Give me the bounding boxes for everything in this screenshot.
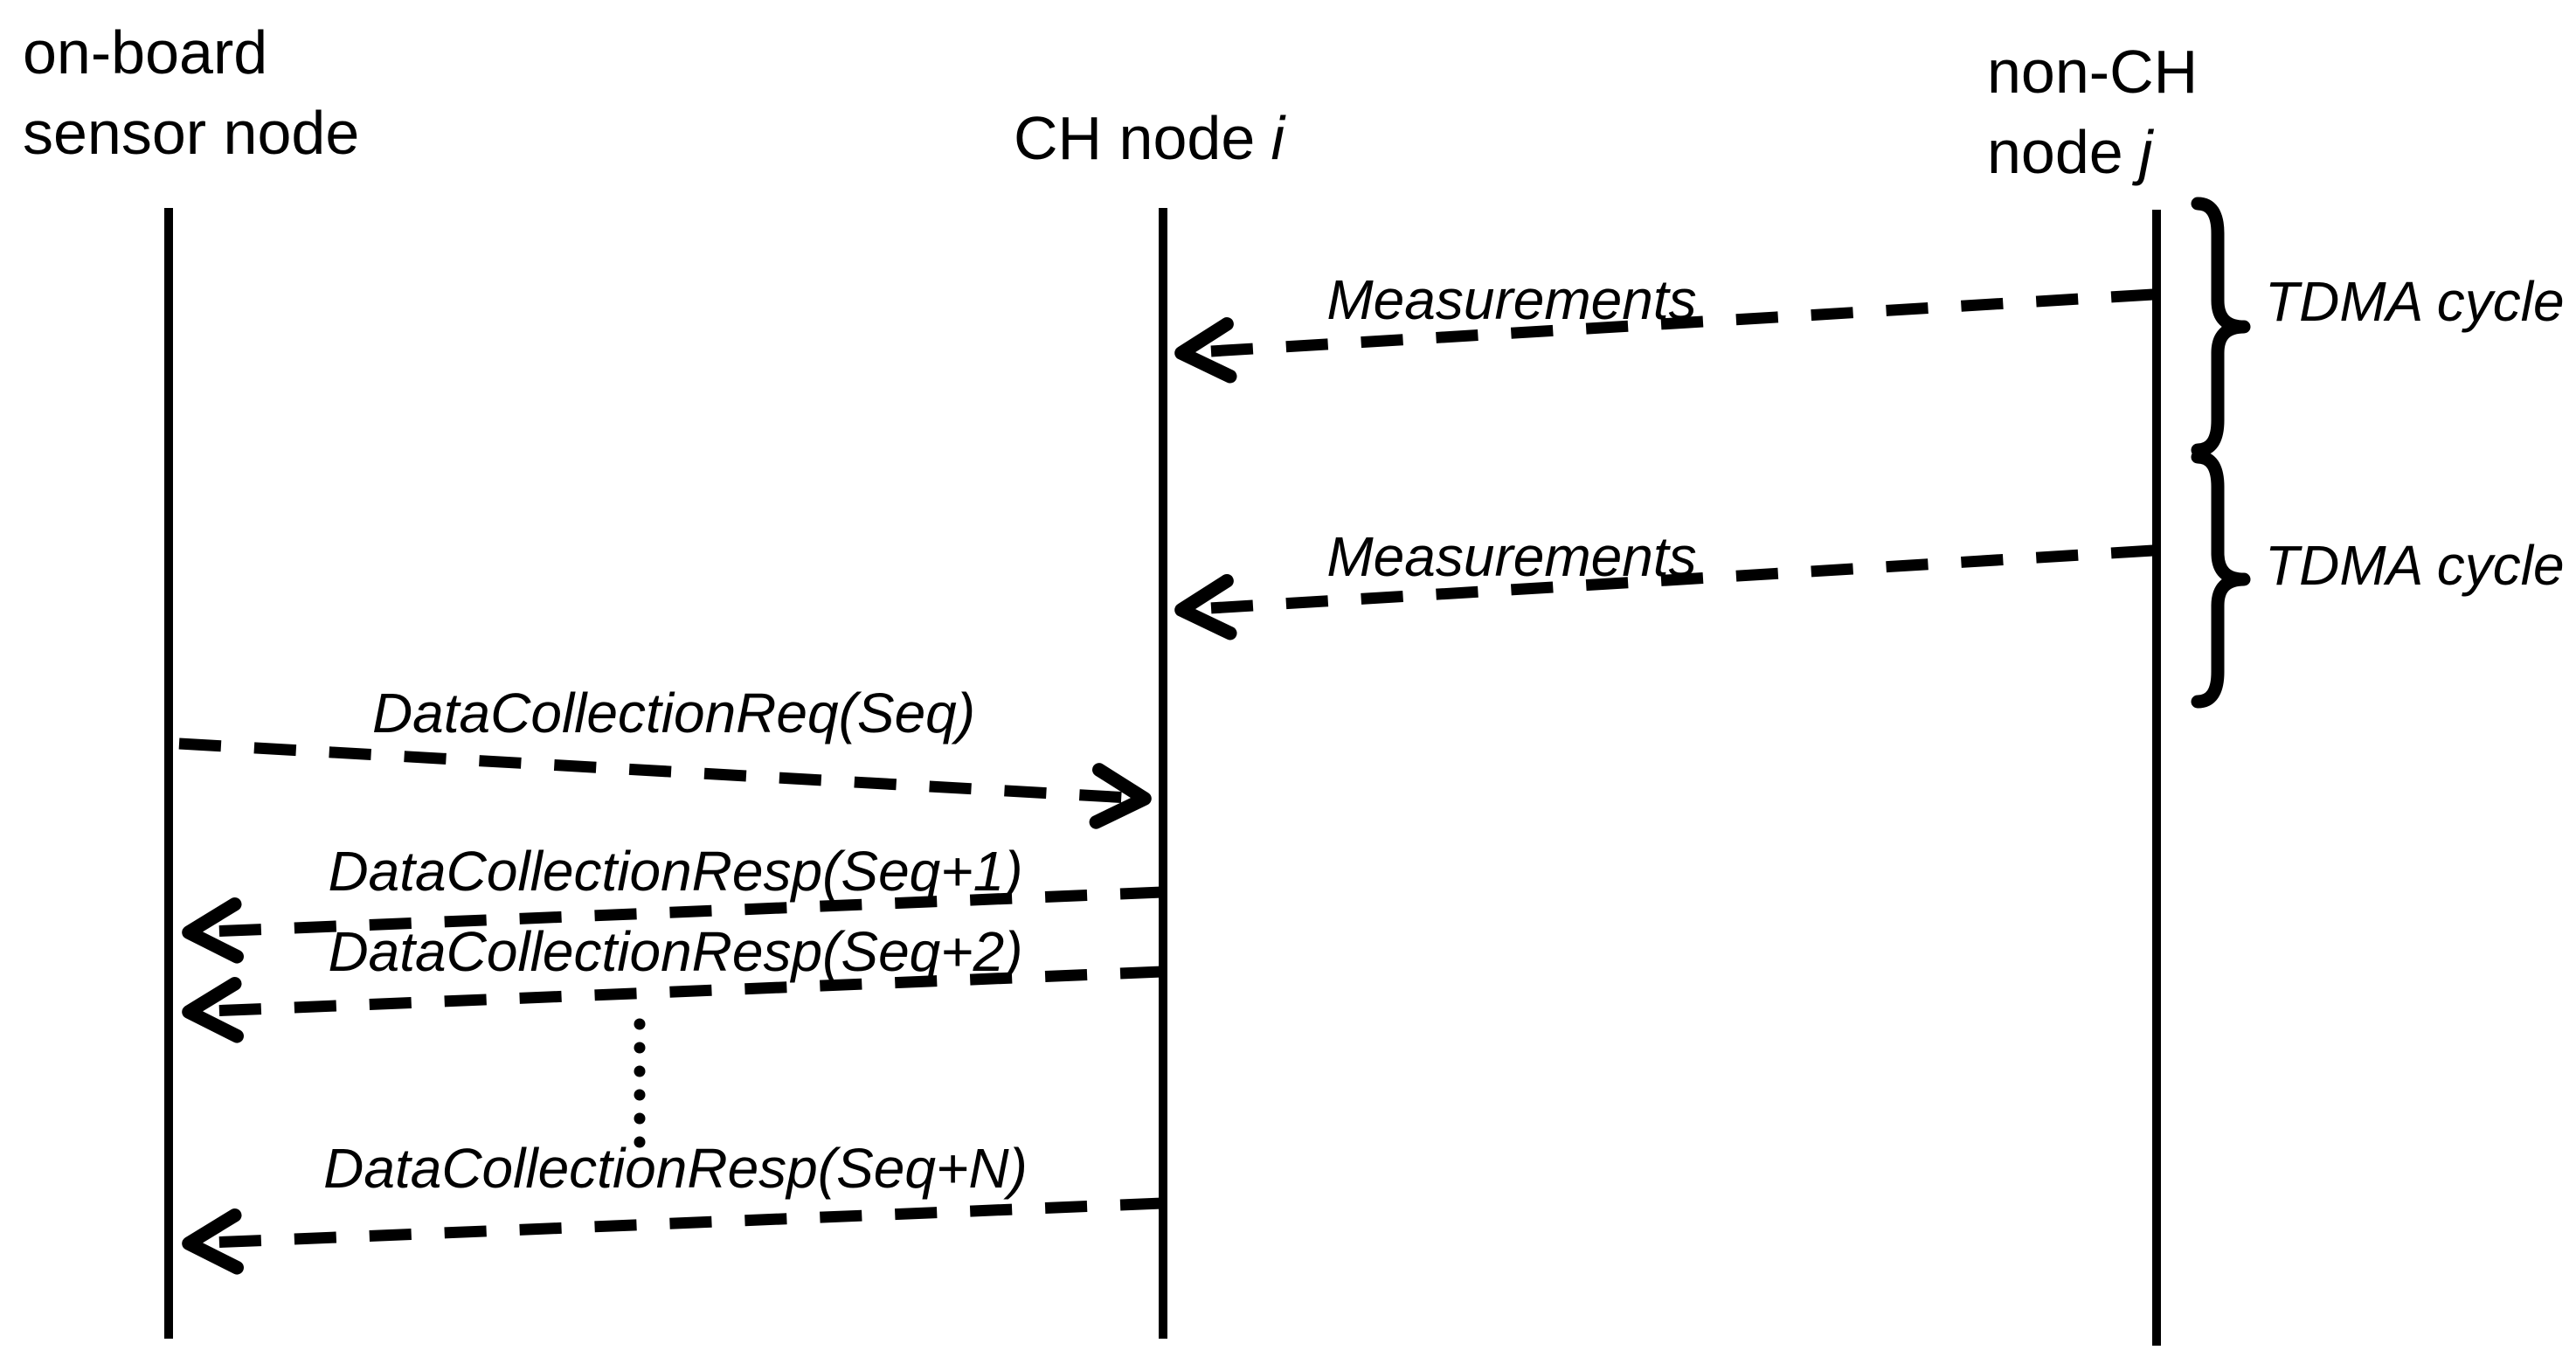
annotation-tdma-cycle-2: TDMA cycle [2265,534,2565,597]
actor-ch-name: CH node [1013,104,1256,172]
actor-sensor-line2: sensor node [23,99,360,167]
actor-label-sensor: on-board sensor node [23,12,359,173]
actor-sensor-line1: on-board [23,18,268,87]
message-label-datacollectionreq: DataCollectionReq(Seq) [371,682,976,744]
vertical-ellipsis [634,1018,646,1148]
message-label-measurements-1: Measurements [1326,268,1697,331]
message-arrow-datacollectionreq [178,737,1152,829]
message-arrow-measurements-2 [1174,544,2154,640]
message-label-datacollectionresp-2: DataCollectionResp(Seq+2) [328,920,1023,983]
actor-nonch-variable: j [2138,118,2153,186]
message-arrow-datacollectionresp-2 [182,966,1163,1043]
actor-nonch-name: node [1987,118,2123,186]
actor-nonch-line1: non-CH [1987,38,2199,106]
tdma-brace-2 [2191,450,2251,709]
tdma-brace-1 [2191,197,2251,457]
message-label-datacollectionresp-n: DataCollectionResp(Seq+N) [323,1137,1028,1200]
message-arrow-datacollectionresp-1 [182,886,1163,964]
actor-ch-variable: i [1271,104,1285,172]
annotation-tdma-cycle-1: TDMA cycle [2265,270,2565,333]
message-label-measurements-2: Measurements [1326,525,1697,588]
message-arrow-datacollectionresp-n [182,1197,1163,1275]
message-arrow-measurements-1 [1174,288,2154,384]
message-label-datacollectionresp-1: DataCollectionResp(Seq+1) [328,840,1023,903]
